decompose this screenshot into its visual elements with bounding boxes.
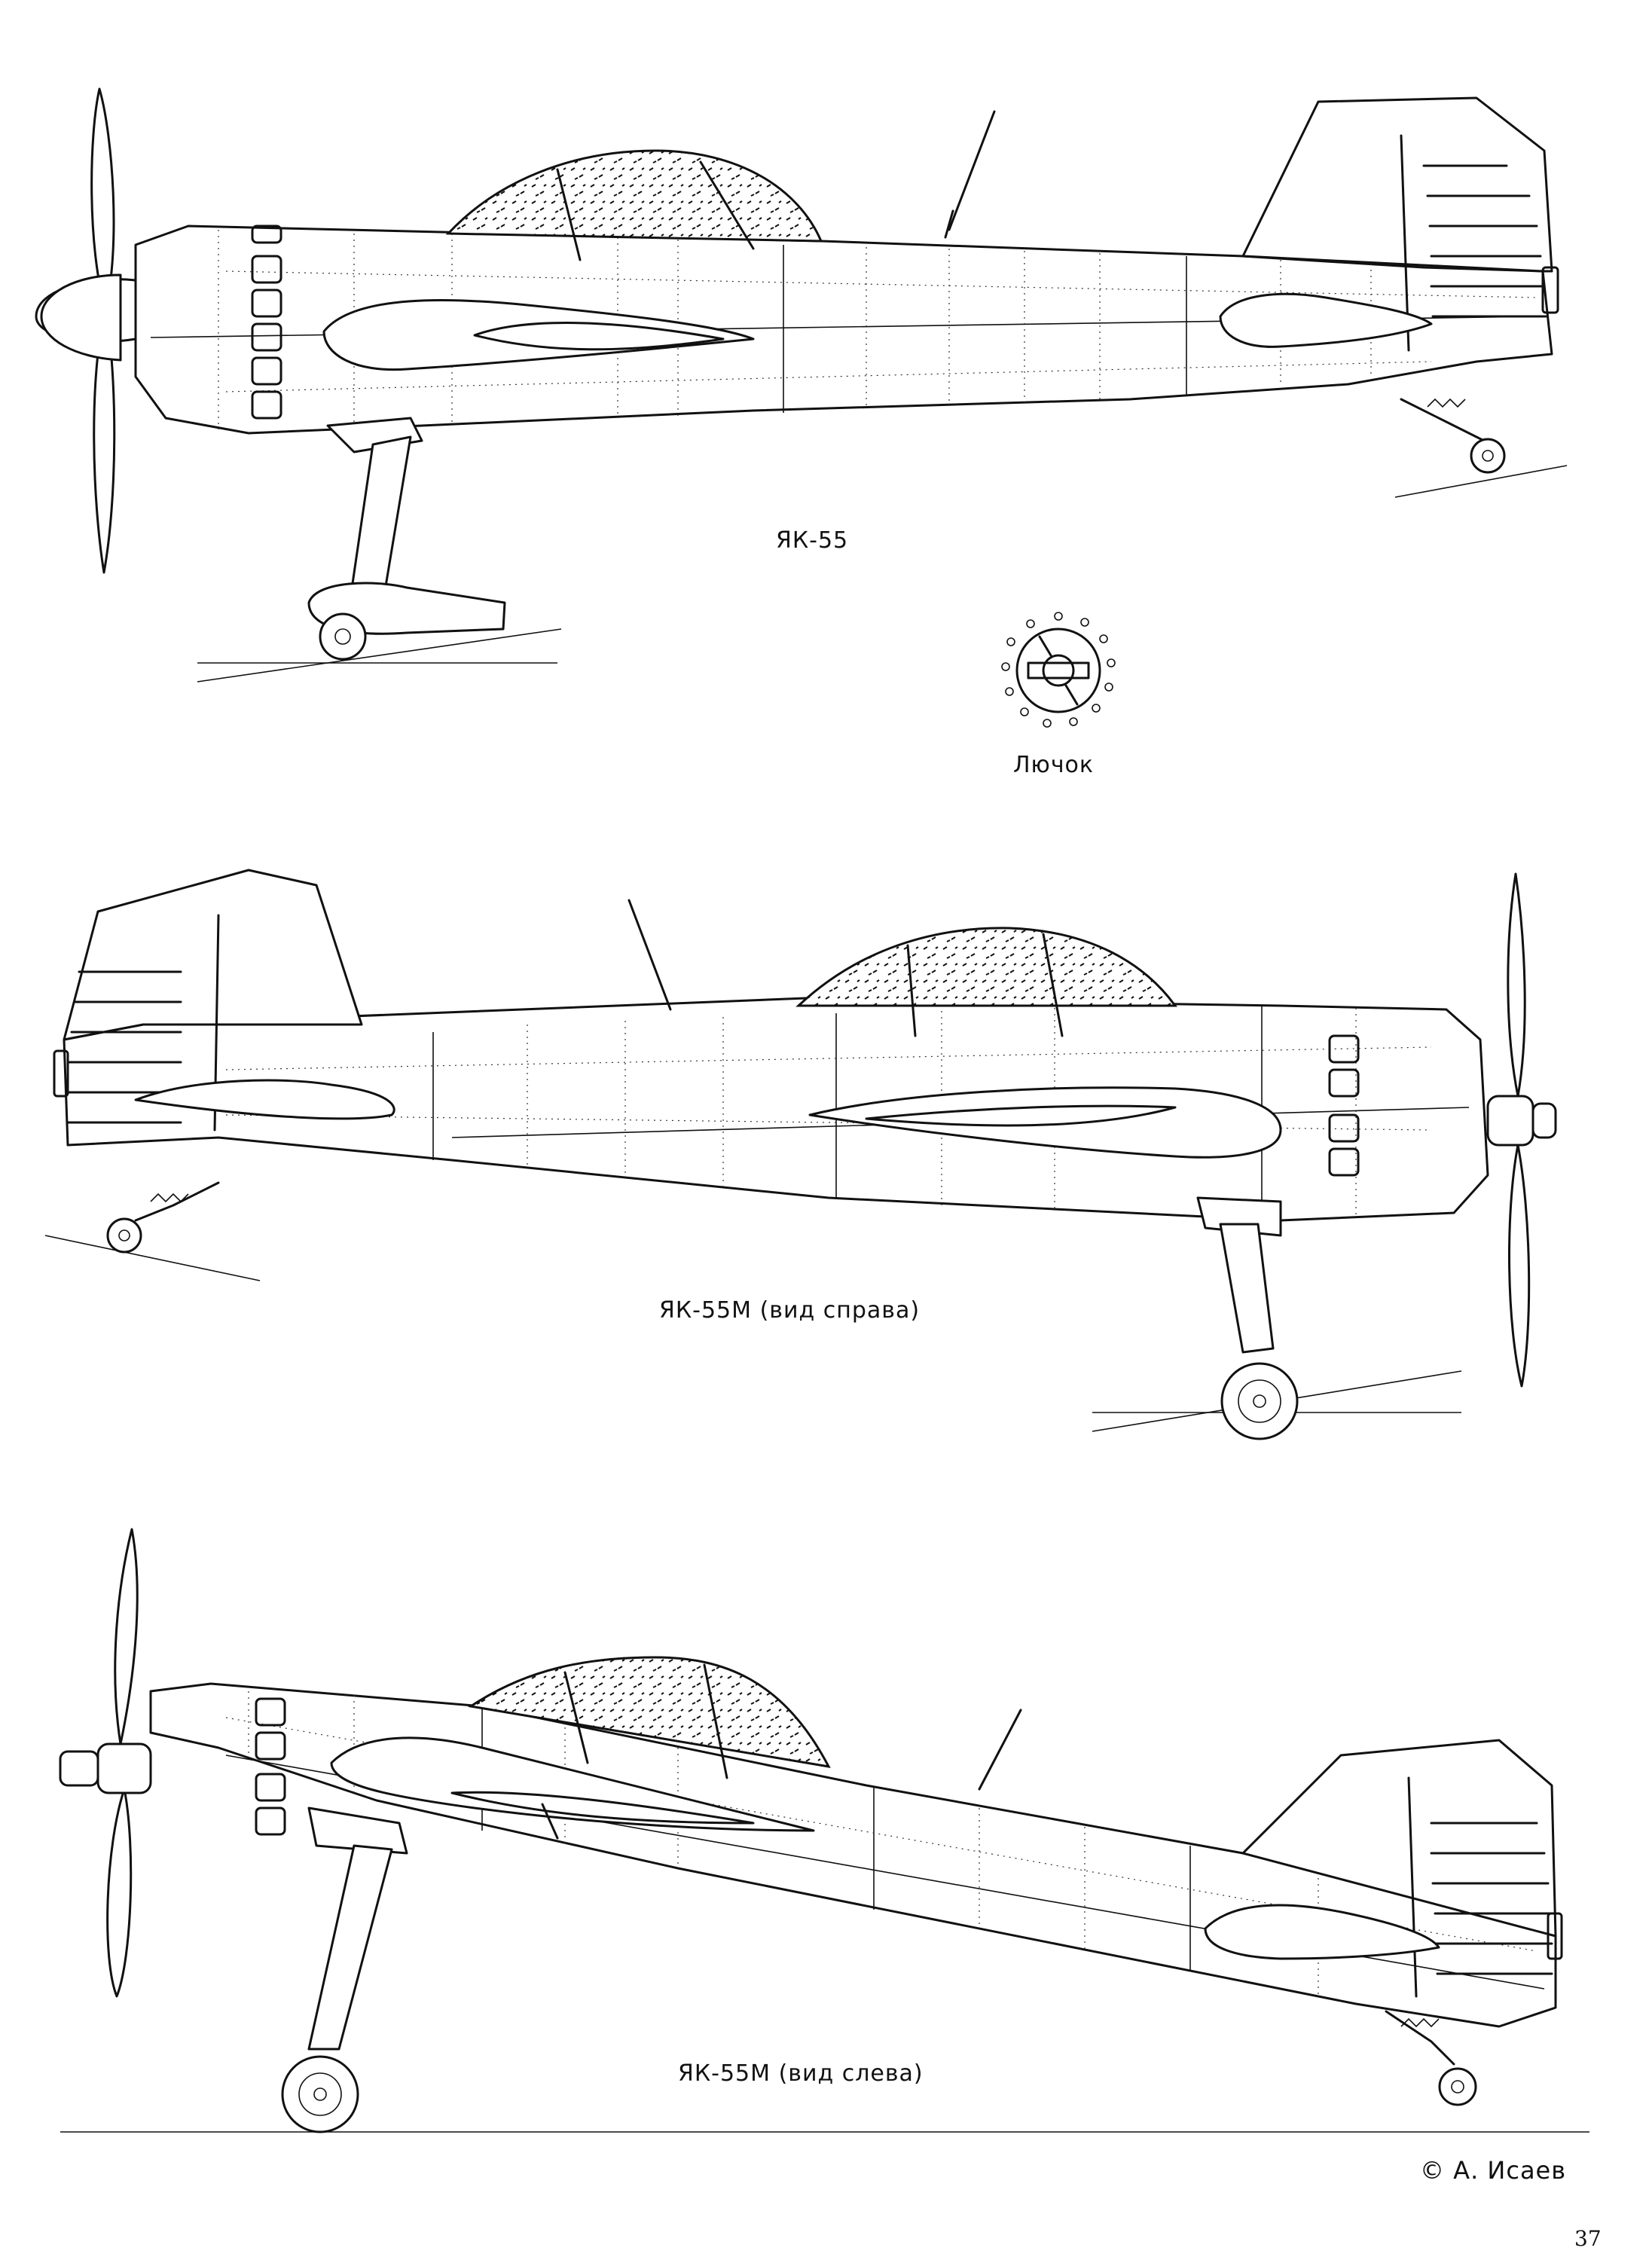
- horizontal-stabilizer: [134, 1079, 395, 1120]
- copyright-label: © А. Исаев: [1420, 2156, 1567, 2185]
- ground-line: [1394, 465, 1568, 498]
- propeller: [1486, 872, 1557, 1388]
- caption-yak55m-left: ЯК-55М (вид слева): [678, 2060, 924, 2087]
- wing-fairing: [322, 299, 755, 371]
- caption-hatch: Лючок: [1013, 752, 1095, 778]
- tail-wheel: [106, 1181, 220, 1254]
- propeller: [59, 1528, 152, 1998]
- wing-fairing: [808, 1086, 1282, 1159]
- yak55m-right-view: [44, 869, 1557, 1440]
- vertical-tail: [63, 869, 363, 1041]
- page-number: 37: [1574, 2226, 1602, 2251]
- main-landing-gear: [307, 417, 506, 661]
- rudder-ribs: [1430, 1822, 1553, 1975]
- rudder-ribs: [1422, 164, 1547, 318]
- spinner: [40, 273, 122, 362]
- horizontal-stabilizer: [1204, 1904, 1440, 1960]
- yak55m-left-view: [59, 1528, 1589, 2133]
- cowling-louvers: [251, 224, 282, 420]
- vertical-tail: [1241, 96, 1553, 273]
- yak55-side-view: [35, 87, 1568, 683]
- wing-fairing: [330, 1736, 815, 1832]
- fuselage: [134, 224, 1553, 435]
- vertical-tail: [1241, 1739, 1557, 1938]
- tail-wheel: [1385, 2010, 1477, 2106]
- canopy: [445, 149, 823, 243]
- canopy: [795, 927, 1177, 1007]
- horizontal-stabilizer: [1219, 292, 1433, 348]
- main-landing-gear: [1196, 1196, 1299, 1440]
- hatch-rivets: [1001, 612, 1116, 728]
- tail-wheel: [1400, 398, 1506, 474]
- cowling-louvers: [255, 1697, 286, 1836]
- hatch-detail: [1001, 612, 1116, 728]
- ground-line: [197, 628, 562, 683]
- main-landing-gear: [281, 1806, 408, 2133]
- cowling-louvers: [1328, 1034, 1360, 1177]
- caption-yak55: ЯК-55: [776, 527, 849, 554]
- rudder-ribs: [66, 970, 182, 1124]
- canopy: [468, 1656, 831, 1768]
- caption-yak55m-right: ЯК-55М (вид справа): [659, 1297, 921, 1324]
